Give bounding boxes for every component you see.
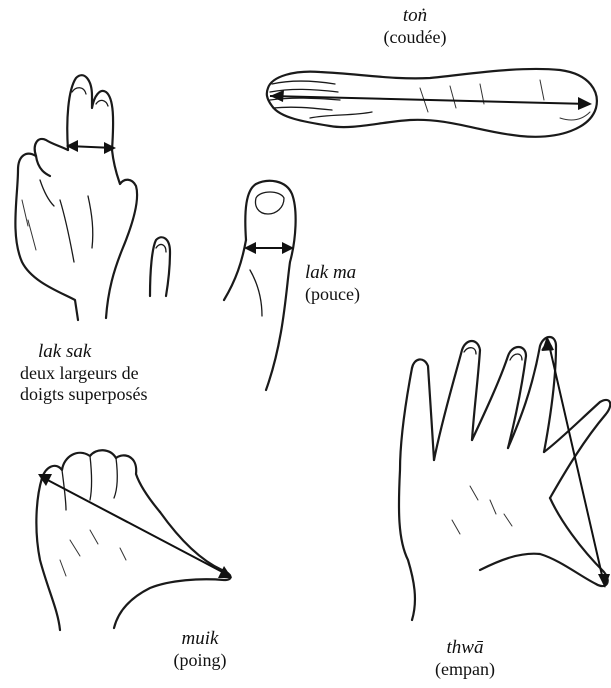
caption-lak-ma-gloss: (pouce) bbox=[305, 284, 360, 305]
two-finger-hand-drawing bbox=[15, 75, 137, 320]
caption-ton-gloss: (coudée) bbox=[355, 27, 475, 48]
caption-thwa: thwā (empan) bbox=[425, 637, 505, 680]
caption-lak-ma: lak ma (pouce) bbox=[305, 262, 360, 305]
caption-ton-term: toṅ bbox=[355, 5, 475, 27]
two-finger-measure-arrow bbox=[66, 140, 116, 154]
thumb-drawing bbox=[224, 181, 296, 390]
caption-muik-term: muik bbox=[165, 628, 235, 650]
fist-drawing bbox=[36, 450, 230, 630]
spread-hand-drawing bbox=[399, 337, 610, 620]
caption-ton: toṅ (coudée) bbox=[355, 5, 475, 48]
caption-thwa-gloss: (empan) bbox=[425, 659, 505, 680]
spread-hand-measure-arrow bbox=[542, 336, 610, 588]
caption-lak-sak-gloss-line-1: deux largeurs de bbox=[20, 363, 148, 384]
caption-muik-gloss: (poing) bbox=[165, 650, 235, 671]
caption-lak-ma-term: lak ma bbox=[305, 262, 360, 284]
thumb-measure-arrow bbox=[244, 242, 294, 254]
caption-lak-sak-term: lak sak bbox=[38, 341, 148, 363]
caption-lak-sak-gloss-line-2: doigts superposés bbox=[20, 384, 148, 405]
caption-muik: muik (poing) bbox=[165, 628, 235, 671]
small-finger-drawing bbox=[150, 237, 170, 296]
caption-thwa-term: thwā bbox=[425, 637, 505, 659]
fist-measure-arrow bbox=[38, 474, 232, 578]
caption-lak-sak: lak sak deux largeurs de doigts superpos… bbox=[20, 341, 148, 404]
